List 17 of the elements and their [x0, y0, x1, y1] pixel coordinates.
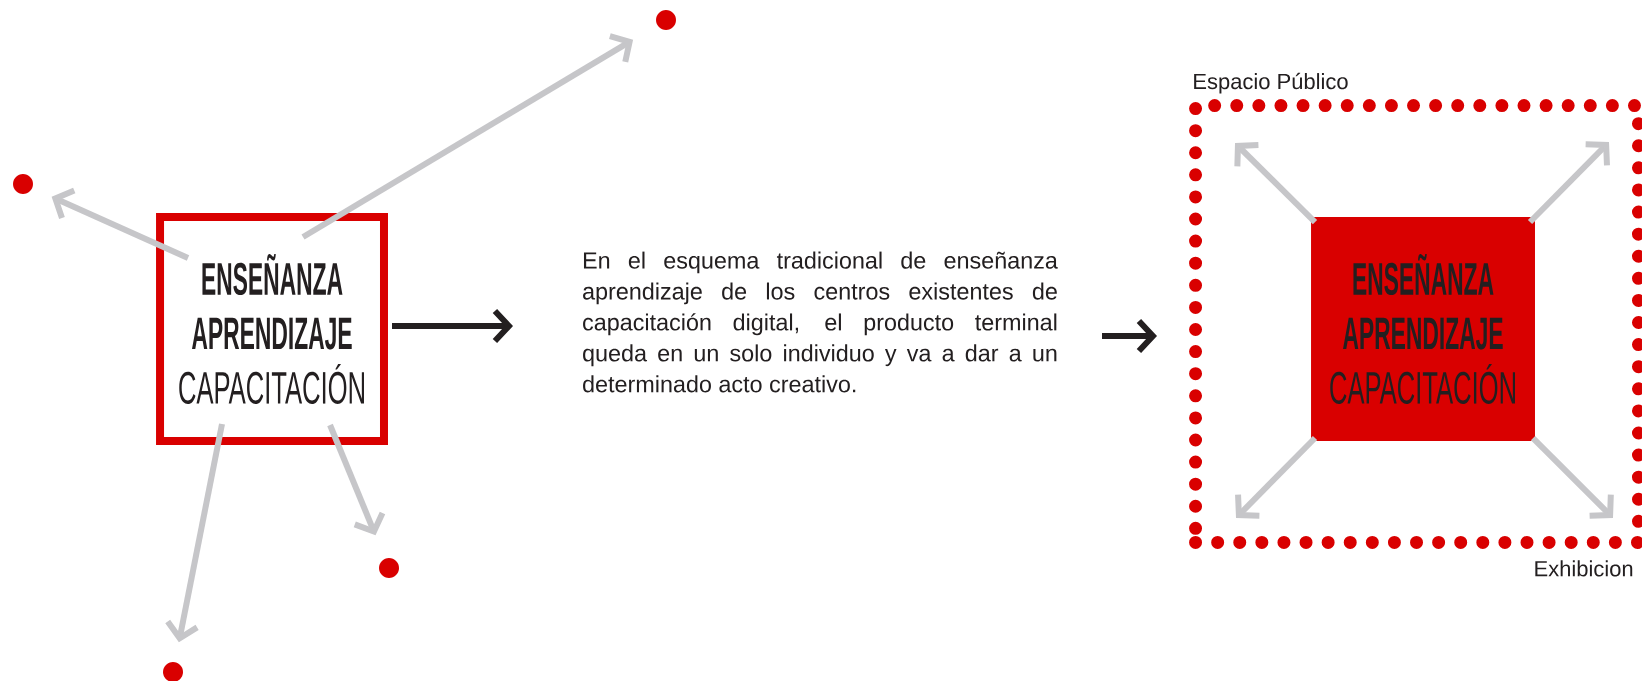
dot — [379, 558, 399, 578]
arrow — [392, 308, 513, 344]
arrow — [1235, 435, 1318, 519]
frame-label: Espacio Público — [1194, 72, 1348, 94]
arrow — [1234, 142, 1318, 225]
arrow — [1527, 141, 1610, 225]
framed-box: ENSEÑANZA APRENDIZAJE CAPACITACIÓN — [156, 213, 388, 445]
dot — [656, 10, 676, 30]
dot — [13, 174, 33, 194]
paragraph: En el esquema tradicional de enseñanza aprendizaje de los centros existentes de capacitación digital, el producto terminal queda en un solo individuo y va a dar a un determinado acto creativo. — [583, 251, 1058, 393]
arrow — [51, 187, 190, 261]
filled-box: ENSEÑANZA APRENDIZAJE CAPACITACIÓN — [1311, 217, 1535, 441]
frame-label: Exhibicion — [1535, 560, 1633, 577]
arrow — [327, 423, 386, 536]
arrow — [1530, 435, 1614, 519]
arrow — [165, 423, 225, 643]
arrow — [301, 33, 634, 240]
